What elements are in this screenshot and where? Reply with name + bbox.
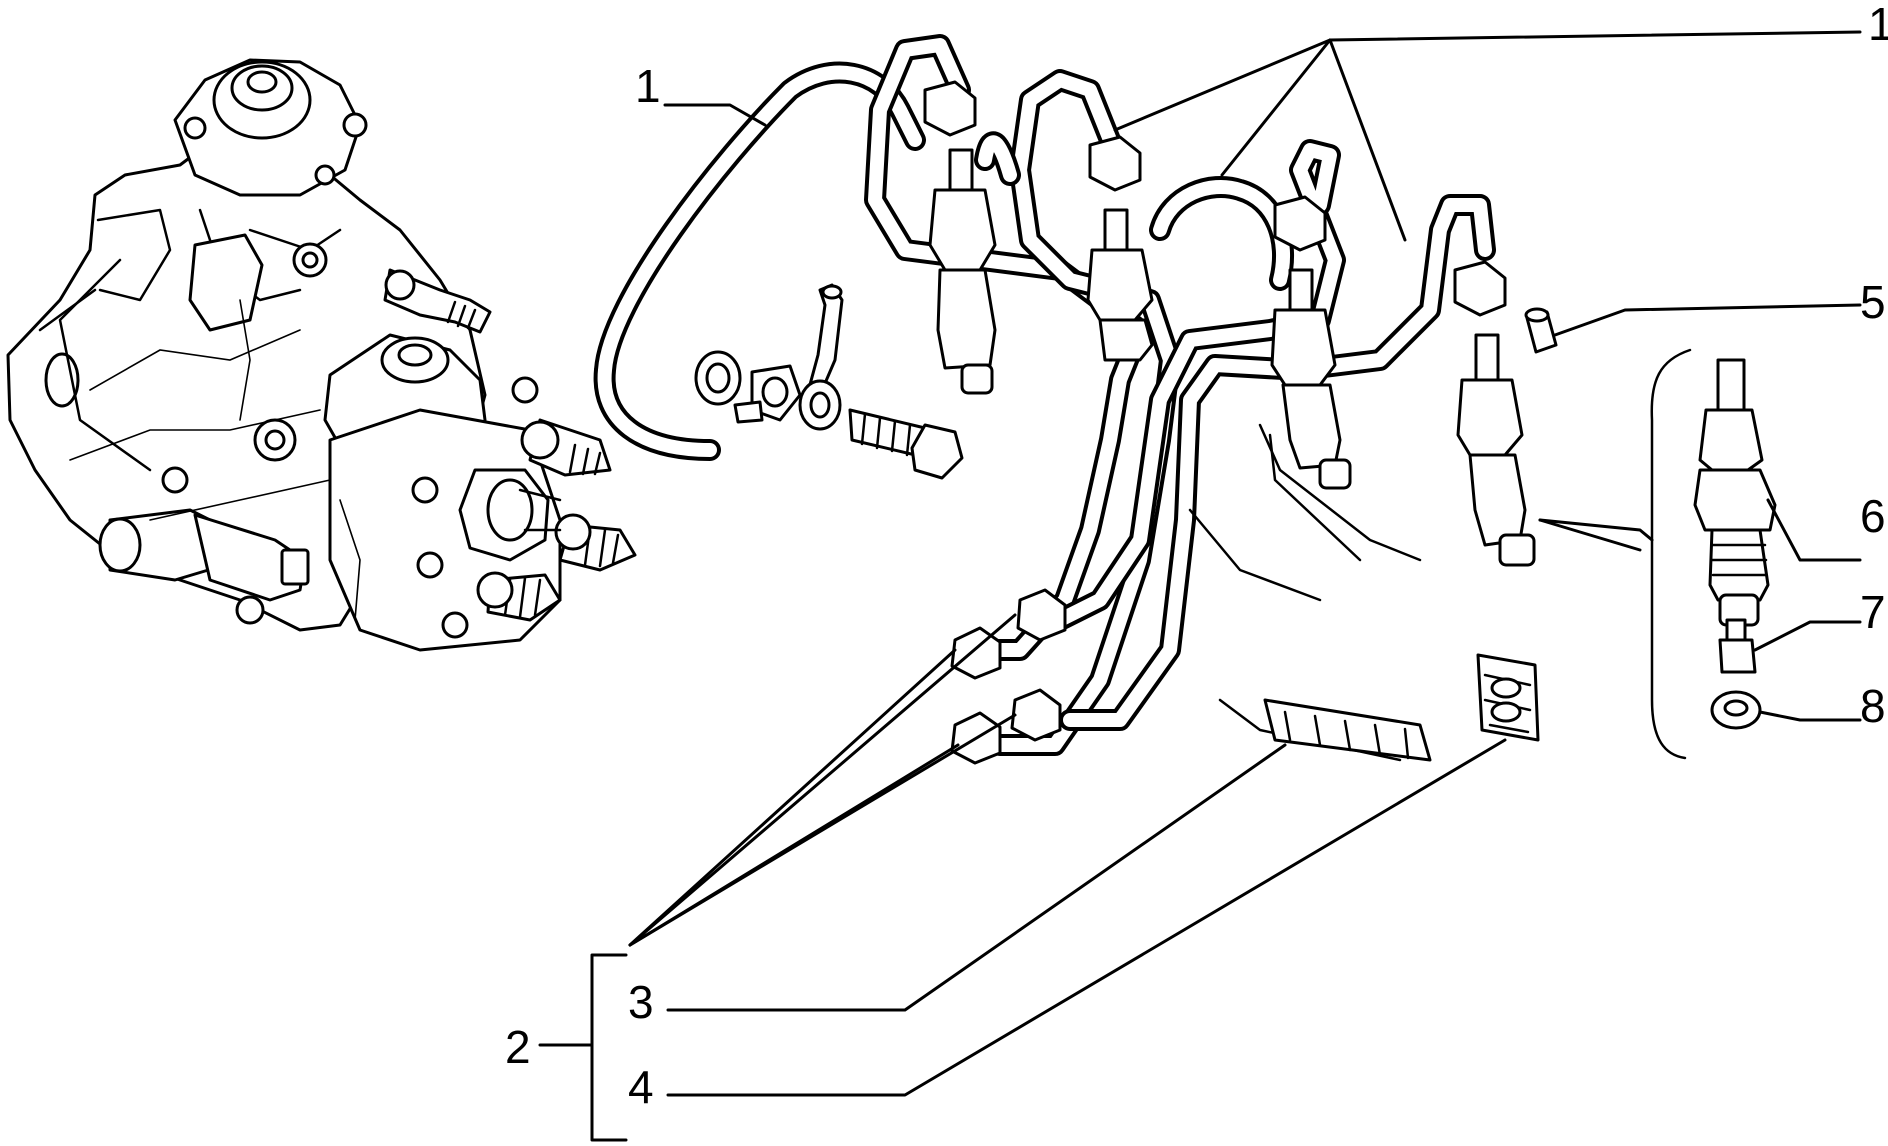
pipe-clamp-4 [1476, 653, 1540, 742]
nozzle-part-7 [1718, 618, 1757, 674]
banjo-fitting-kit [694, 283, 964, 480]
callout-3: 3 [628, 976, 654, 1028]
injector-assemblies [928, 148, 1536, 567]
callout-1-top-right: 1 [1868, 0, 1888, 50]
injector-2 [1086, 208, 1154, 362]
washer-part-8 [1710, 690, 1762, 730]
injector-1 [928, 148, 997, 395]
callout-4: 4 [628, 1061, 654, 1113]
pipe-clamp-3 [1263, 698, 1432, 762]
injector-3 [1270, 268, 1352, 490]
injector-detail-part-6 [1693, 358, 1777, 627]
callout-6: 6 [1860, 490, 1886, 542]
callout-8: 8 [1860, 680, 1886, 732]
callout-5: 5 [1860, 276, 1886, 328]
injector-4 [1456, 333, 1536, 567]
callout-labels: 1 1 2 3 4 5 6 7 8 [505, 0, 1888, 1113]
injection-pump [6, 58, 637, 652]
pipe-union-nuts [923, 80, 1507, 765]
callout-2: 2 [505, 1021, 531, 1073]
callout-7: 7 [1860, 586, 1886, 638]
injector-sleeve-part-5 [1524, 307, 1558, 354]
callout-1-left: 1 [635, 60, 661, 112]
leader-lines [538, 30, 1862, 1142]
injector-detail-group [1650, 348, 1777, 760]
